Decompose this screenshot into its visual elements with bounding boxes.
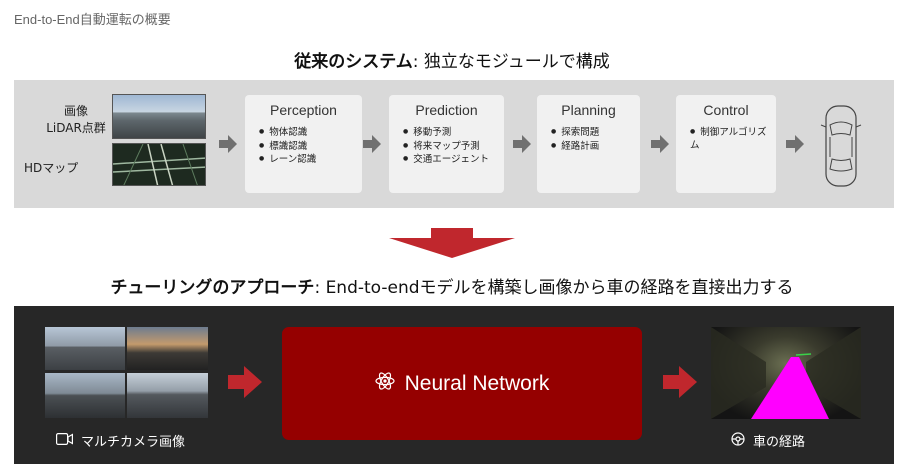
module-control-title: Control [703,102,749,118]
module-prediction-title: Prediction [415,102,478,118]
module-control: Control 制御アルゴリズム [676,95,776,193]
camera-view-front-right [127,327,208,370]
flow-arrow-red-in [228,366,262,398]
camera-view-rear-right [127,373,208,418]
predicted-path-view [711,327,861,419]
list-item: 探索問題 [551,126,640,140]
neural-network-box: Neural Network [282,327,642,440]
flow-arrow-3 [513,135,531,153]
list-item: 制御アルゴリズム [690,126,770,152]
neural-network-label: Neural Network [404,371,550,395]
hd-map-lines [113,144,205,185]
tuning-heading: チューリングのアプローチ: End-to-endモデルを構築し画像から車の経路を… [0,273,904,298]
list-item: 将来マップ予測 [403,140,504,154]
flow-arrow-red-out [663,366,697,398]
hd-map-thumbnail [112,143,206,186]
list-item: 物体認識 [259,126,362,140]
predicted-path-overlay [711,327,861,419]
car-top-view-icon [820,105,862,187]
list-item: 標識認識 [259,140,362,154]
transition-down-arrow [389,228,515,258]
module-control-list: 制御アルゴリズム [690,126,770,152]
traditional-heading-rest: : 独立なモジュールで構成 [412,52,610,72]
list-item: 交通エージェント [403,153,504,167]
list-item: 経路計画 [551,140,640,154]
flow-arrow-5 [786,135,804,153]
module-prediction-list: 移動予測 将来マップ予測 交通エージェント [403,126,504,167]
page-header-label: End-to-End自動運転の概要 [14,12,171,27]
list-item: 移動予測 [403,126,504,140]
flow-arrow-4 [651,135,669,153]
traditional-heading-bold: 従来のシステム [294,52,413,72]
traditional-heading: 従来のシステム: 独立なモジュールで構成 [0,47,904,72]
flow-arrow-2 [363,135,381,153]
camera-image-thumbnail [112,94,206,139]
steering-icon [731,432,745,449]
input-label-lidar: LiDAR点群 [46,121,106,135]
input-caption: マルチカメラ画像 [56,431,185,450]
tuning-heading-rest: : End-to-endモデルを構築し画像から車の経路を直接出力する [314,278,794,298]
input-label-hdmap: HDマップ [24,161,79,175]
module-planning-list: 探索問題 経路計画 [551,126,640,153]
camera-icon [56,433,73,448]
atom-icon [375,371,395,396]
module-perception-title: Perception [270,102,337,118]
module-planning: Planning 探索問題 経路計画 [537,95,640,193]
input-label-image: 画像 [63,104,88,118]
output-caption: 車の経路 [731,431,805,450]
module-planning-title: Planning [561,102,616,118]
module-prediction: Prediction 移動予測 将来マップ予測 交通エージェント [389,95,504,193]
module-perception-list: 物体認識 標識認識 レーン認識 [259,126,362,167]
camera-view-front [45,327,125,370]
module-perception: Perception 物体認識 標識認識 レーン認識 [245,95,362,193]
output-caption-text: 車の経路 [753,435,806,450]
input-caption-text: マルチカメラ画像 [81,435,186,450]
flow-arrow-1 [219,135,237,153]
tuning-heading-bold: チューリングのアプローチ [110,278,315,298]
list-item: レーン認識 [259,153,362,167]
camera-view-rear-left [45,373,125,418]
